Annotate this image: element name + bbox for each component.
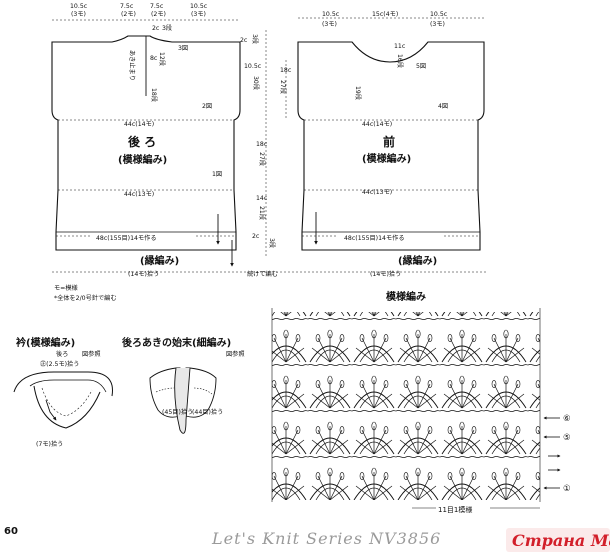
front-armhole-rows: 19段 bbox=[354, 86, 362, 100]
back-slit-rows: 12段 bbox=[158, 52, 166, 66]
middle-joint-label: 続けて編む bbox=[247, 270, 278, 278]
middle-lower-c1: 18c bbox=[256, 141, 268, 148]
back-top-dims: 10.5c (3モ) 7.5c (2モ) 7.5c (2モ) 10.5c (3モ… bbox=[52, 3, 240, 21]
back-slit-c: 8c bbox=[150, 55, 158, 62]
note-1: モ=模様 bbox=[54, 284, 79, 292]
placket-ref: 図参照 bbox=[226, 350, 245, 358]
bottom-widths: (14モ)拾う (14モ)拾う bbox=[52, 270, 488, 278]
back-mod-1: (3モ) bbox=[71, 11, 86, 18]
front-width-upper: 44c(14モ) bbox=[362, 121, 392, 128]
collar-back-pick: ㊣(2.5モ)拾う bbox=[40, 360, 79, 368]
footer: 60 Let's Knit Series NV3856 bbox=[4, 526, 441, 548]
back-width-upper: 44c(14モ) bbox=[124, 121, 154, 128]
front-subtitle: (模様編み) bbox=[362, 152, 411, 165]
collar-ref: 図参照 bbox=[82, 350, 101, 358]
front-width-hem: 48c(155目)14モ作る bbox=[344, 234, 405, 242]
middle-shoulder-rows: 27段 bbox=[279, 80, 287, 94]
site-watermark: Страна Мам bbox=[506, 528, 610, 552]
middle-upper-rows: 30段 bbox=[252, 76, 260, 90]
back-width-mid: 44c(13モ) bbox=[124, 191, 154, 198]
middle-lower-c2: 14c bbox=[256, 195, 268, 202]
front-mod-1: (3モ) bbox=[322, 21, 337, 28]
front-outline bbox=[297, 41, 485, 251]
back-edge-label: (縁編み) bbox=[140, 254, 179, 267]
pattern-repeat-label: 11目1模様 bbox=[438, 505, 472, 514]
front-dim-1: 10.5c bbox=[322, 11, 340, 18]
front-neck-c: 11c bbox=[394, 43, 406, 50]
back-dim-1: 10.5c bbox=[70, 3, 88, 10]
front-mark-5: 5図 bbox=[416, 63, 426, 70]
middle-shoulder-c: 18c bbox=[280, 67, 292, 74]
placket-right-pick: (44目)拾う bbox=[192, 408, 223, 416]
watermark-text: Страна Мам bbox=[512, 531, 610, 550]
front-dim-3: 10.5c bbox=[430, 11, 448, 18]
row-1-label: ① bbox=[563, 484, 571, 494]
middle-edge-rows: 3段 bbox=[268, 238, 276, 248]
front-neck-rows: 16段 bbox=[396, 54, 404, 68]
back-mark-3: 3図 bbox=[178, 45, 188, 52]
back-mark-1: 1図 bbox=[212, 171, 222, 178]
placket-diagram: 後ろあきの始末(細編み) 図参照 (45目)拾う (44目)拾う bbox=[122, 336, 245, 434]
back-width-pick: (14モ)拾う bbox=[128, 270, 159, 278]
front-title: 前 bbox=[383, 134, 395, 149]
back-mod-2: (2モ) bbox=[121, 11, 136, 18]
front-edge-label: (縁編み) bbox=[398, 254, 437, 267]
middle-neck-c: 2c bbox=[240, 37, 248, 44]
front-top-dims: 10.5c (3モ) 15c(4モ) 10.5c (3モ) bbox=[298, 11, 484, 28]
pattern-grid bbox=[272, 312, 540, 500]
front-dim-2: 15c(4モ) bbox=[372, 11, 398, 18]
front-piece: 10.5c (3モ) 15c(4モ) 10.5c (3モ) 11c 16段 19… bbox=[297, 11, 485, 267]
back-outline bbox=[51, 35, 241, 251]
middle-measurements: 2c 3段 10.5c 30段 18c 27段 18c 27段 14c 21段 … bbox=[240, 30, 292, 278]
collar-title: 衿(模様編み) bbox=[16, 336, 75, 349]
back-mark-2: 2図 bbox=[202, 103, 212, 110]
back-slit-text: あき止まり bbox=[128, 50, 136, 81]
back-width-hem: 48c(155目)14モ作る bbox=[96, 234, 157, 242]
back-dim-3: 7.5c bbox=[150, 3, 164, 10]
middle-upper-c: 10.5c bbox=[244, 63, 262, 70]
back-slit: あき止まり 8c 12段 bbox=[128, 50, 166, 81]
front-mark-4: 4図 bbox=[438, 103, 448, 110]
back-title: 後 ろ bbox=[128, 134, 156, 149]
collar-bottom-pick: (7モ)拾う bbox=[36, 440, 63, 448]
series-title: Let's Knit Series NV3856 bbox=[211, 529, 441, 548]
back-mod-4: (3モ) bbox=[191, 11, 206, 18]
notes: モ=模様 *全体を2/0号針で編む bbox=[54, 284, 117, 302]
back-piece: 10.5c (3モ) 7.5c (2モ) 7.5c (2モ) 10.5c (3モ… bbox=[51, 3, 241, 267]
collar-diagram: 衿(模様編み) 後ろ 図参照 ㊣(2.5モ)拾う (7モ)拾う bbox=[13, 336, 113, 448]
placket-title: 後ろあきの始末(細編み) bbox=[122, 336, 231, 349]
back-dim-4: 10.5c bbox=[190, 3, 208, 10]
middle-lower-rows1: 27段 bbox=[258, 152, 266, 166]
back-mod-3: (2モ) bbox=[151, 11, 166, 18]
middle-neck-rows: 3段 bbox=[251, 34, 259, 44]
back-neck-c: 2c bbox=[152, 25, 160, 32]
front-width-pick: (14モ)拾う bbox=[370, 270, 401, 278]
back-armhole-rows: 18段 bbox=[150, 88, 158, 102]
front-mod-3: (3モ) bbox=[430, 21, 445, 28]
stitch-pattern-chart: 模様編み ⑥ ⑤ ① 11目1模様 bbox=[271, 290, 571, 514]
row-5-label: ⑤ bbox=[563, 433, 571, 443]
back-neck-rows: 3段 bbox=[162, 24, 172, 32]
middle-lower-rows2: 21段 bbox=[258, 206, 266, 220]
front-width-mid: 44c(13モ) bbox=[362, 189, 392, 196]
middle-edge-c: 2c bbox=[252, 233, 260, 240]
note-2: *全体を2/0号針で編む bbox=[54, 294, 117, 302]
row-6-label: ⑥ bbox=[563, 414, 571, 424]
collar-back-label: 後ろ bbox=[56, 350, 68, 358]
page-number: 60 bbox=[4, 526, 18, 537]
pattern-title: 模様編み bbox=[386, 290, 426, 303]
placket-left-pick: (45目)拾う bbox=[162, 408, 193, 416]
back-subtitle: (模様編み) bbox=[118, 153, 167, 166]
back-dim-2: 7.5c bbox=[120, 3, 134, 10]
